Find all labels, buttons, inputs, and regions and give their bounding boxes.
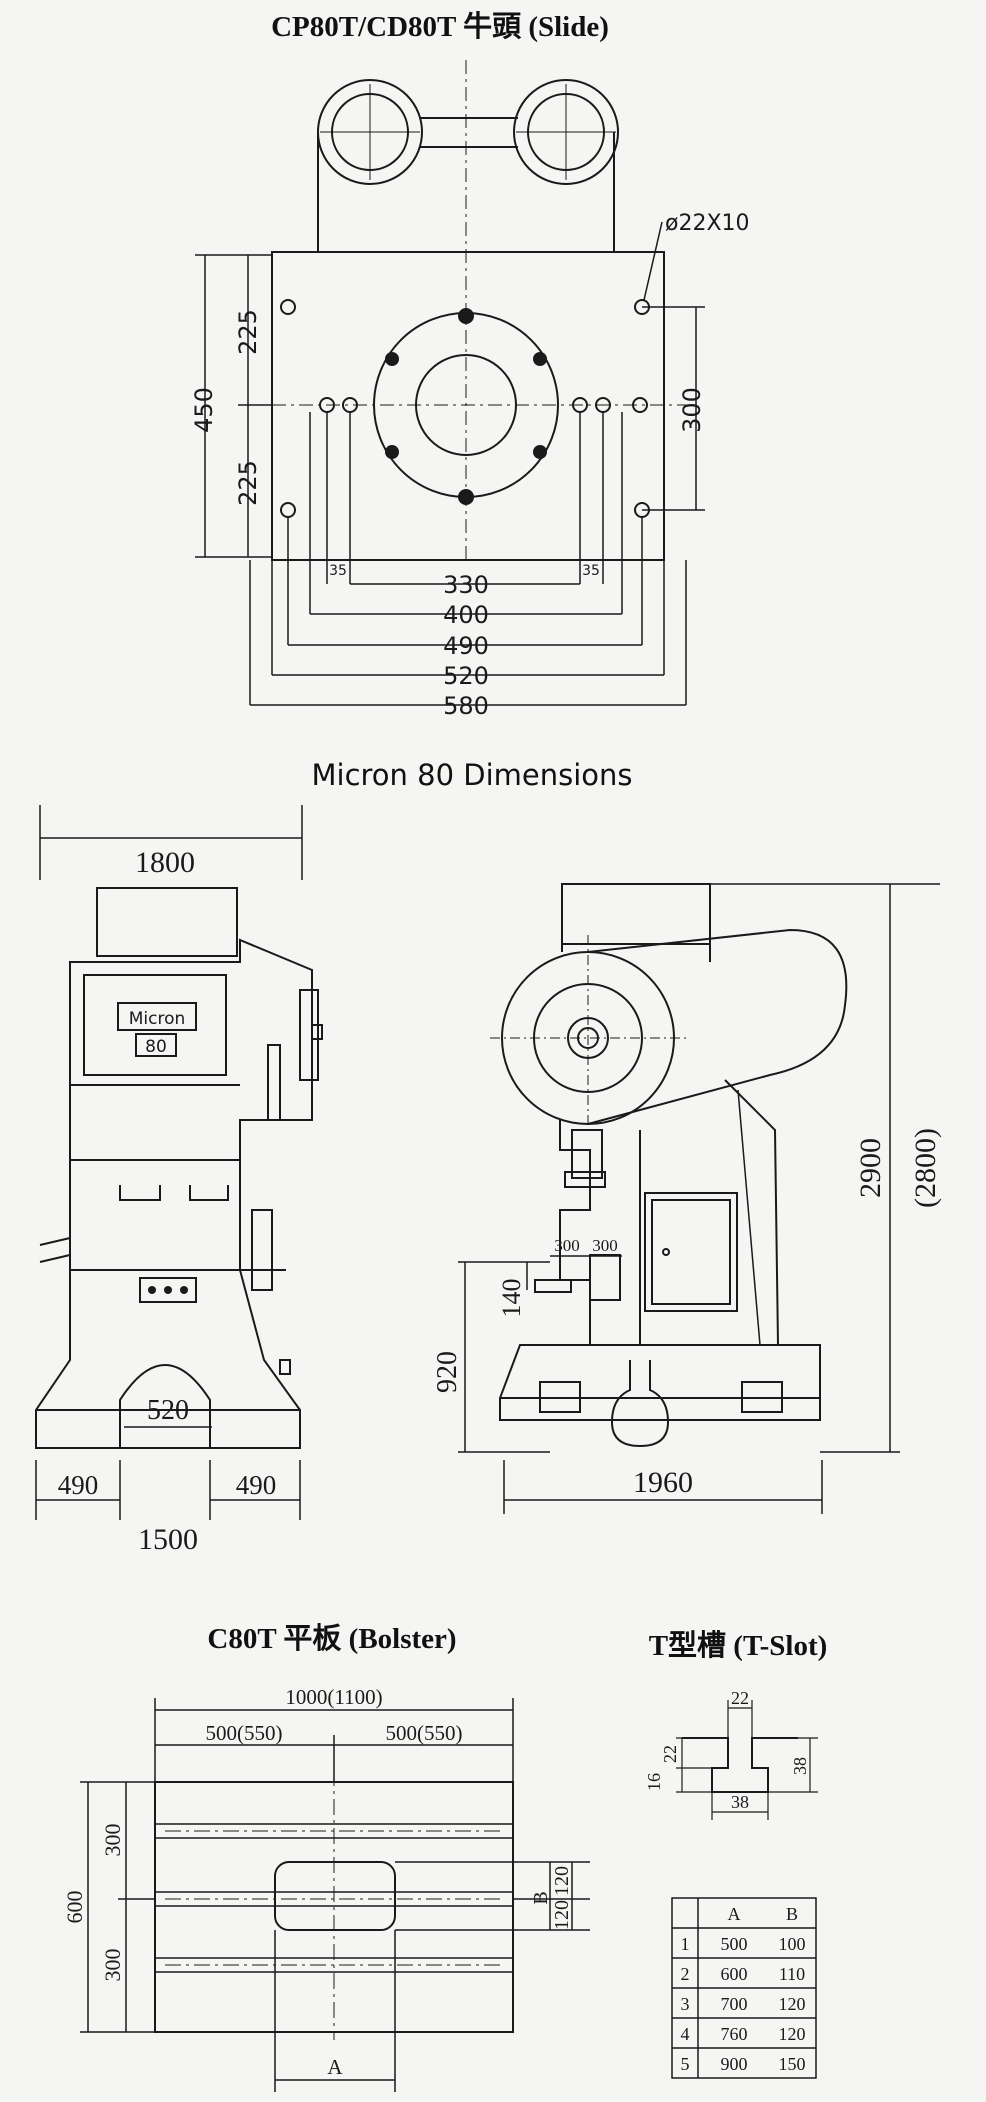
dim-22-top: 22 (731, 1688, 749, 1708)
table-cell: 120 (779, 1994, 806, 2014)
table-cell: 110 (779, 1964, 805, 1984)
table-cell: 4 (681, 2024, 690, 2044)
dim-450: 450 (190, 387, 218, 433)
table-cell: 3 (681, 1994, 690, 2014)
dim-1500: 1500 (138, 1523, 198, 1556)
logo-text: Micron (129, 1009, 186, 1029)
table-cell: 760 (721, 2024, 748, 2044)
slide-section: CP80T/CD80T 牛頭 (Slide) (190, 10, 750, 720)
machine-section: Micron 80 Dimensions 1800 Micron 80 (35, 758, 942, 1556)
dim-300-bottom: 300 (100, 1949, 125, 1982)
table-cell: 2 (681, 1964, 690, 1984)
dim-600: 600 (62, 1891, 87, 1924)
dim-490: 490 (443, 632, 489, 660)
bolster-tslots (155, 1770, 513, 2040)
dim-16: 16 (644, 1773, 664, 1791)
table-cell: 600 (721, 1964, 748, 1984)
table-cell: 500 (721, 1934, 748, 1954)
dim-300-a: 300 (554, 1236, 580, 1255)
size-table (671, 1897, 817, 2079)
bolster-opening (274, 1861, 396, 1931)
slide-center-bore (415, 354, 517, 456)
dim-120-top: 120 (551, 1866, 573, 1896)
slide-plate (271, 251, 665, 561)
dim-38-right: 38 (790, 1757, 810, 1775)
tslot-section: T型槽 (T-Slot) 22 16 22 38 38 (644, 1629, 828, 2079)
bolster-title: C80T 平板 (Bolster) (207, 1622, 456, 1655)
dim-520-base: 520 (147, 1395, 189, 1426)
dim-2900: 2900 (854, 1138, 887, 1198)
logo-plate (117, 1002, 197, 1031)
front-view: 1800 Micron 80 (35, 805, 323, 1556)
slide-right-dims (642, 306, 705, 511)
table-cell: 100 (779, 1934, 806, 1954)
dim-300: 300 (678, 387, 706, 433)
table-cell: 700 (721, 1994, 748, 2014)
side-view: 2900 (2800) 920 140 300 300 1960 (432, 883, 942, 1514)
dim-920: 920 (432, 1351, 463, 1393)
logo-number: 80 (145, 1037, 167, 1057)
dim-2800: (2800) (909, 1128, 942, 1208)
dim-35-left: 35 (329, 563, 347, 579)
dim-520: 520 (443, 662, 489, 690)
dim-38-bottom: 38 (731, 1792, 749, 1812)
dim-490-left: 490 (58, 1470, 99, 1500)
dim-120-bottom: 120 (551, 1900, 573, 1930)
slide-rod-bosses (317, 79, 619, 252)
dim-22-left: 22 (660, 1745, 680, 1763)
dim-label-b: B (530, 1891, 552, 1904)
dim-580: 580 (443, 692, 489, 720)
table-header-a: A (728, 1904, 741, 1924)
dim-140: 140 (497, 1279, 526, 1318)
table-cell: 5 (681, 2054, 690, 2074)
bolster-section: C80T 平板 (Bolster) 1000(1100) 500(550) 50… (62, 1622, 590, 2092)
slide-title: CP80T/CD80T 牛頭 (Slide) (271, 10, 609, 43)
machine-title: Micron 80 Dimensions (311, 758, 632, 792)
slide-bottom-dims (249, 412, 687, 706)
dim-400: 400 (443, 601, 489, 629)
dim-35-right: 35 (582, 563, 600, 579)
dim-500-right: 500(550) (386, 1721, 463, 1745)
table-cell: 150 (779, 2054, 806, 2074)
dim-300-top: 300 (100, 1824, 125, 1857)
table-cell: 1 (681, 1934, 690, 1954)
dim-225-top: 225 (234, 309, 262, 355)
dim-225-bottom: 225 (234, 460, 262, 506)
dim-330: 330 (443, 571, 489, 599)
table-cell: 900 (721, 2054, 748, 2074)
table-cell: 120 (779, 2024, 806, 2044)
dim-300-b: 300 (592, 1236, 618, 1255)
dim-label-a: A (327, 2055, 343, 2079)
slide-mounting-holes (280, 299, 650, 518)
slide-hole-note: ø22X10 (665, 211, 750, 236)
dim-1000: 1000(1100) (285, 1685, 382, 1709)
tslot-profile (682, 1737, 798, 1793)
dim-490-right: 490 (236, 1470, 277, 1500)
dim-1800: 1800 (135, 846, 195, 879)
slide-left-dims (195, 254, 272, 558)
dim-500-left: 500(550) (206, 1721, 283, 1745)
table-header-b: B (786, 1904, 798, 1924)
slide-flange-holes (385, 308, 547, 505)
dim-1960: 1960 (633, 1466, 693, 1499)
tslot-title: T型槽 (T-Slot) (649, 1629, 828, 1662)
